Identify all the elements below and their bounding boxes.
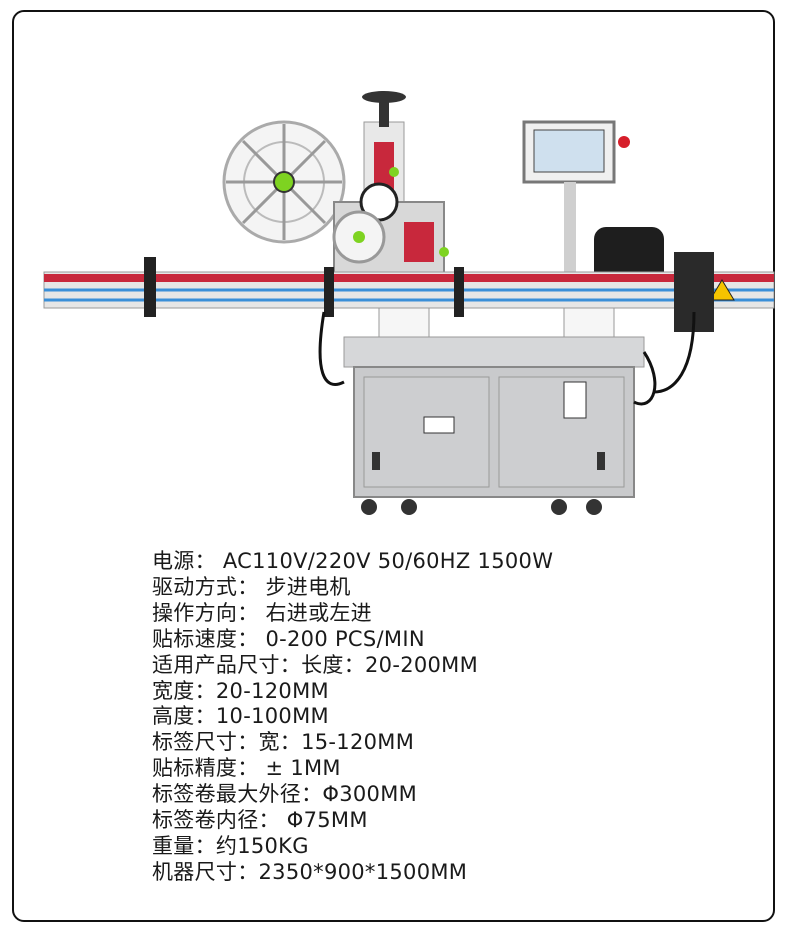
spec-weight: 重量：约150KG [152, 833, 309, 858]
conveyor-rail [43, 252, 775, 332]
spec-reel-outer: 标签卷最大外径：Φ300MM [152, 782, 418, 807]
spec-accuracy: 贴标精度： ± 1MM [152, 756, 341, 781]
spec-machine-size: 机器尺寸：2350*900*1500MM [152, 859, 468, 884]
spec-label-size: 标签尺寸：宽：15-120MM [152, 730, 415, 755]
spec-width: 宽度：20-120MM [152, 678, 329, 703]
spec-speed: 贴标速度： 0-200 PCS/MIN [152, 626, 425, 651]
spec-list: 电源： AC110V/220V 50/60HZ 1500W 驱动方式： 步进电机… [152, 549, 553, 886]
spec-power: 电源： AC110V/220V 50/60HZ 1500W [152, 549, 554, 573]
spec-direction: 操作方向： 右进或左进 [152, 600, 372, 625]
card-frame: 电源： AC110V/220V 50/60HZ 1500W 驱动方式： 步进电机… [12, 10, 775, 922]
spec-reel-inner: 标签卷内径： Φ75MM [152, 808, 368, 833]
labeling-machine-image [43, 91, 775, 515]
spec-product-length: 适用产品尺寸：长度：20-200MM [152, 652, 479, 677]
spec-drive: 驱动方式： 步进电机 [152, 574, 351, 599]
spec-height: 高度：10-100MM [152, 704, 329, 729]
label-reel [222, 120, 346, 244]
steel-cabinet [343, 336, 645, 515]
